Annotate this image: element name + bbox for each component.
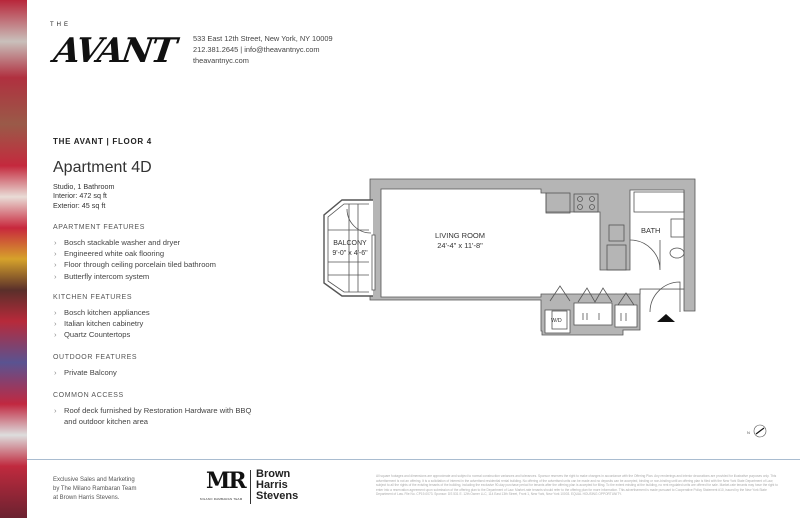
room-dims: 24'-4" x 11'-8" (437, 241, 483, 250)
mr-mark: MR (206, 468, 247, 494)
floor-label: THE AVANT | FLOOR 4 (53, 137, 152, 146)
closet-doors (549, 285, 635, 306)
list-item: Private Balcony (53, 367, 137, 378)
balcony-label: BALCONY 9'-0" x 4'-6" (325, 239, 375, 259)
sink (608, 224, 625, 242)
bath-label: BATH (641, 226, 661, 235)
outdoor-features: OUTDOOR FEATURES Private Balcony (53, 354, 137, 378)
apartment-features: APARTMENT FEATURES Bosch stackable washe… (53, 224, 216, 282)
section-heading: OUTDOOR FEATURES (53, 354, 138, 361)
wd-label: W/D (551, 318, 562, 324)
kitchen-counter (545, 192, 571, 214)
list-item: Bosch kitchen appliances (53, 307, 150, 318)
artwork-strip (0, 0, 27, 518)
list-item: Bosch stackable washer and dryer (53, 237, 216, 248)
interior-size: Interior: 472 sq ft (53, 191, 107, 201)
compass-north-label: N (747, 430, 750, 435)
entry-arrow (657, 314, 675, 322)
exterior-size: Exterior: 45 sq ft (53, 200, 106, 210)
marketing-credit: Exclusive Sales and Marketing by The Mil… (53, 476, 137, 503)
living-room-label: LIVING ROOM 24'-4" x 11'-8" (420, 231, 500, 251)
credit-line: by The Milano Rambaran Team (53, 486, 137, 492)
washer-dryer (551, 310, 568, 330)
entry-door (649, 281, 681, 313)
section-heading: COMMON ACCESS (53, 392, 124, 399)
credit-line: at Brown Harris Stevens. (53, 495, 120, 501)
list-item: Floor through ceiling porcelain tiled ba… (53, 259, 216, 270)
apartment-specs: Studio, 1 Bathroom Interior: 472 sq ft E… (53, 182, 115, 210)
bhs-word: Stevens (256, 490, 299, 502)
closet (573, 302, 613, 326)
section-heading: KITCHEN FEATURES (53, 294, 133, 301)
layout: Studio, 1 Bathroom (53, 182, 115, 191)
mr-team-logo: MR MILANO RAMBARAN TEAM (200, 468, 248, 504)
bath-sink (670, 218, 685, 238)
contact-block: 533 East 12th Street, New York, NY 10009… (193, 33, 333, 66)
room-name: BALCONY (333, 240, 367, 247)
compass-icon (753, 424, 767, 438)
kitchen-features: KITCHEN FEATURES Bosch kitchen appliance… (53, 294, 150, 341)
apartment-title: Apartment 4D (53, 159, 152, 176)
list-item: Roof deck furnished by Restoration Hardw… (53, 405, 253, 427)
dishwasher (606, 244, 627, 271)
phone-email[interactable]: 212.381.2645 | info@theavantnyc.com (193, 45, 320, 54)
bhs-word: Brown (256, 468, 291, 480)
bhs-word: Harris (256, 479, 288, 491)
logo-prefix: THE (50, 22, 71, 28)
bath-door (629, 239, 661, 271)
toilet (669, 247, 685, 259)
legal-disclaimer: All square footages and dimensions are a… (376, 474, 778, 497)
mr-team-name: MILANO RAMBARAN TEAM (200, 497, 243, 501)
list-item: Italian kitchen cabinetry (53, 318, 150, 329)
list-item: Butterfly intercom system (53, 271, 216, 282)
list-item: Quartz Countertops (53, 329, 150, 340)
website-link[interactable]: theavantnyc.com (193, 56, 249, 65)
section-heading: APARTMENT FEATURES (53, 224, 145, 231)
room-name: LIVING ROOM (434, 231, 485, 240)
bhs-logo: Brown Harris Stevens (256, 469, 298, 502)
logo-divider (250, 470, 251, 504)
compass-needle-icon (755, 427, 765, 435)
room-dims: 9'-0" x 4'-6" (332, 250, 368, 257)
list-item: Engineered white oak flooring (53, 248, 216, 259)
credit-line: Exclusive Sales and Marketing (53, 477, 135, 483)
bathtub (633, 191, 685, 213)
address: 533 East 12th Street, New York, NY 10009 (193, 34, 333, 43)
wd-closet (544, 309, 571, 334)
stove (573, 193, 599, 213)
balcony-door (346, 208, 372, 234)
balcony (323, 199, 373, 297)
footer-divider (27, 459, 800, 460)
common-access: COMMON ACCESS Roof deck furnished by Res… (53, 392, 253, 427)
